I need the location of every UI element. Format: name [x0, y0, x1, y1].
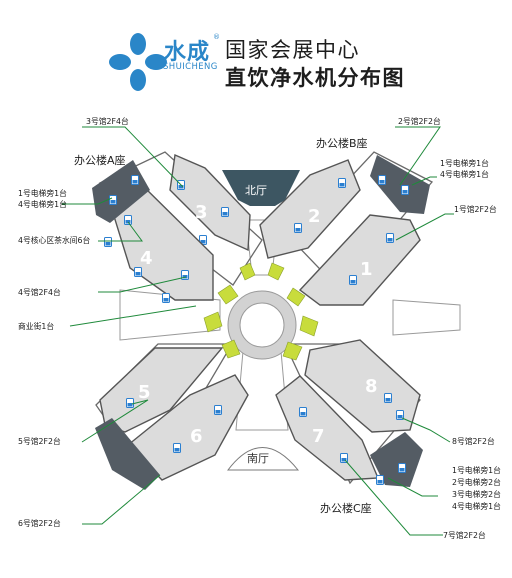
callout-office-c-1: 1号电梯旁1台	[452, 465, 501, 475]
callout-office-a-1: 1号电梯旁1台	[18, 188, 67, 198]
hall-4-label: 4	[140, 248, 153, 269]
office-b-label: 办公楼B座	[316, 136, 368, 150]
hall-8[interactable]: 8	[304, 339, 421, 433]
south-hall-label: 南厅	[247, 452, 269, 465]
hall-8-label: 8	[365, 376, 378, 397]
callout-core-tea: 4号核心区茶水间6台	[18, 235, 90, 245]
hall-5-label: 5	[138, 382, 151, 403]
page-subtitle: 直饮净水机分布图	[225, 66, 405, 90]
hall-3[interactable]: 3	[169, 153, 251, 252]
callout-office-c-3: 3号电梯旁2台	[452, 489, 501, 499]
green-connectors	[203, 262, 319, 361]
leader-lines	[62, 126, 454, 536]
callout-office-b-1: 1号电梯旁1台	[440, 158, 489, 168]
hall-3-label: 3	[195, 202, 208, 223]
hall-2-label: 2	[308, 206, 321, 227]
office-a-label: 办公楼A座	[74, 153, 126, 167]
brand-registered-mark: ®	[213, 33, 220, 41]
hall-1-label: 1	[360, 259, 373, 280]
hall-6[interactable]: 6	[126, 374, 249, 481]
callout-office-b-4: 4号电梯旁1台	[440, 169, 489, 179]
callout-hall7: 7号馆2F2台	[443, 530, 486, 540]
callout-hall3: 3号馆2F4台	[86, 116, 129, 126]
north-hall-label: 北厅	[245, 184, 267, 197]
callout-commercial: 商业街1台	[18, 321, 54, 331]
water-cup-icon	[126, 398, 134, 408]
office-c[interactable]	[370, 432, 423, 487]
callout-hall4: 4号馆2F4台	[18, 287, 61, 297]
page-title: 国家会展中心	[225, 38, 360, 62]
callout-hall8: 8号馆2F2台	[452, 436, 495, 446]
hall-6-label: 6	[190, 426, 203, 447]
callout-labels: 3号馆2F4台 2号馆2F2台 1号电梯旁1台 4号电梯旁1台 1号电梯旁1台 …	[18, 116, 501, 540]
callout-hall5: 5号馆2F2台	[18, 436, 61, 446]
walkway-axes	[119, 219, 461, 431]
callout-hall1: 1号馆2F2台	[454, 204, 497, 214]
hall-1[interactable]: 1	[298, 214, 421, 306]
brand-name-en: SHUICHENG	[163, 62, 218, 72]
callout-hall6: 6号馆2F2台	[18, 518, 61, 528]
hall-7-label: 7	[312, 426, 325, 447]
callout-office-c-4: 4号电梯旁1台	[452, 501, 501, 511]
shuicheng-logo-icon	[108, 32, 226, 92]
office-a[interactable]	[92, 160, 150, 223]
office-6-shell	[95, 418, 160, 490]
hall-2[interactable]: 2	[259, 159, 361, 259]
callout-hall2: 2号馆2F2台	[398, 116, 441, 126]
south-hall[interactable]: 南厅	[226, 447, 300, 471]
office-c-label: 办公楼C座	[320, 501, 372, 515]
north-hall[interactable]: 北厅	[222, 170, 300, 206]
callout-office-c-2: 2号电梯旁2台	[452, 477, 501, 487]
callout-office-a-4: 4号电梯旁1台	[18, 199, 67, 209]
brand-name: 水成	[164, 40, 211, 65]
central-rotunda	[227, 290, 297, 360]
